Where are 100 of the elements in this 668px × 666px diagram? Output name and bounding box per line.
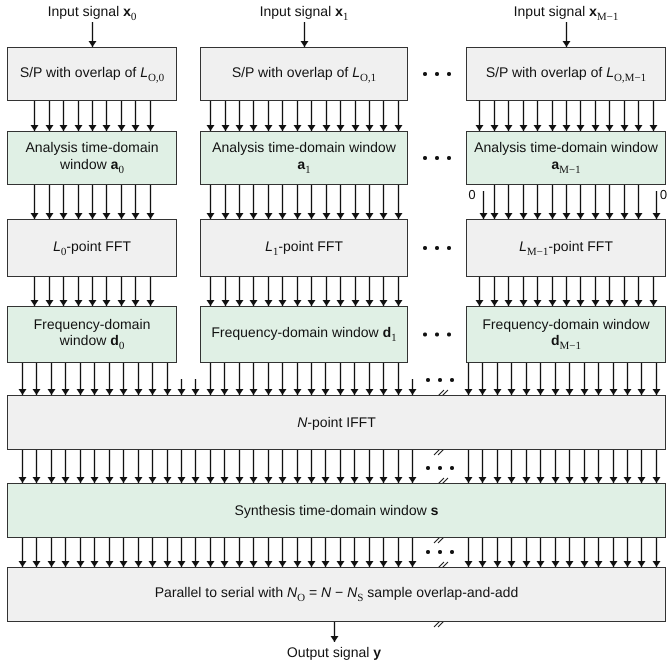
arrow	[330, 622, 338, 642]
process-box	[7, 567, 666, 622]
block-label: L$_{1}$-point FFT	[265, 238, 343, 258]
arrow	[32, 363, 40, 395]
arrow	[562, 277, 570, 306]
arrow	[294, 185, 302, 219]
arrow	[294, 277, 302, 306]
arrow	[102, 277, 110, 306]
arrow	[494, 363, 502, 395]
arrow	[178, 450, 186, 483]
arrow	[192, 450, 200, 483]
arrow	[90, 363, 98, 395]
arrow	[520, 277, 528, 306]
arrow	[322, 185, 330, 219]
block-label: Synthesis time-domain window s	[234, 502, 438, 519]
arrow	[522, 538, 530, 567]
arrow	[206, 450, 214, 483]
process-box	[466, 219, 666, 277]
arrow	[236, 363, 244, 395]
arrow	[350, 363, 358, 395]
arrow	[60, 185, 68, 219]
arrow	[380, 277, 388, 306]
arrow	[592, 101, 600, 131]
arrow	[520, 185, 528, 219]
arrow	[308, 277, 316, 306]
arrow	[366, 185, 374, 219]
arrow	[88, 101, 96, 131]
arrow	[220, 538, 228, 567]
arrow	[308, 101, 316, 131]
arrow	[278, 450, 286, 483]
arrow	[576, 101, 584, 131]
arrow	[118, 185, 126, 219]
arrow	[206, 363, 214, 395]
arrow	[62, 450, 70, 483]
arrow	[522, 363, 530, 395]
arrow	[476, 101, 484, 131]
arrow	[148, 363, 156, 395]
arrow	[308, 363, 316, 395]
arrow	[278, 363, 286, 395]
block-label: N-point IFFT	[297, 414, 376, 431]
arrow	[380, 538, 388, 567]
arrow	[566, 450, 574, 483]
block-label: S/P with overlap of L$_{O,0}$	[20, 64, 164, 84]
arrow	[90, 538, 98, 567]
arrow	[146, 277, 154, 306]
arrow	[548, 101, 556, 131]
arrow	[236, 277, 244, 306]
arrow	[250, 277, 258, 306]
arrow	[322, 450, 330, 483]
arrow	[18, 538, 26, 567]
signal-label: Input signal x$_{1}$	[200, 0, 408, 22]
arrow	[322, 101, 330, 131]
arrow	[408, 450, 416, 483]
signal-label: Output signal y	[254, 642, 414, 662]
block-label: Parallel to serial with N$_{O}$ = N − N$_{S}$ sample overlap-and-add	[154, 584, 518, 605]
arrow	[250, 538, 258, 567]
arrow	[32, 538, 40, 567]
arrow	[264, 538, 272, 567]
arrow	[264, 277, 272, 306]
arrow	[146, 185, 154, 219]
arrow	[192, 538, 200, 567]
arrow	[148, 538, 156, 567]
arrow	[192, 379, 200, 395]
arrow	[380, 185, 388, 219]
arrow	[132, 185, 140, 219]
signal-label: Input signal x$_{0}$	[7, 0, 177, 22]
arrow	[76, 363, 84, 395]
arrow	[106, 538, 114, 567]
arrow	[652, 191, 660, 219]
arrow	[620, 277, 628, 306]
arrow	[48, 450, 56, 483]
block-label: Analysis time-domain window a$_{M−1}$	[473, 139, 659, 177]
arrow	[620, 101, 628, 131]
arrow	[508, 538, 516, 567]
arrow	[308, 538, 316, 567]
arrow	[134, 538, 142, 567]
arrow	[106, 450, 114, 483]
arrow	[366, 538, 374, 567]
arrow	[580, 450, 588, 483]
block-label: Frequency-domain window d$_{0}$	[32, 316, 152, 354]
arrow	[380, 363, 388, 395]
arrow	[552, 538, 560, 567]
arrow	[294, 101, 302, 131]
arrow	[548, 185, 556, 219]
arrow	[624, 363, 632, 395]
arrow	[408, 379, 416, 395]
arrow	[264, 101, 272, 131]
arrow	[652, 450, 660, 483]
arrow	[350, 538, 358, 567]
arrow	[352, 185, 360, 219]
arrow	[62, 363, 70, 395]
arrow	[490, 277, 498, 306]
arrow	[236, 185, 244, 219]
arrow	[134, 450, 142, 483]
arrow	[536, 450, 544, 483]
process-box	[466, 306, 666, 363]
arrow	[206, 185, 214, 219]
arrow	[366, 363, 374, 395]
block-label: Frequency-domain window d$_{M−1}$	[481, 316, 651, 354]
arrow	[88, 185, 96, 219]
